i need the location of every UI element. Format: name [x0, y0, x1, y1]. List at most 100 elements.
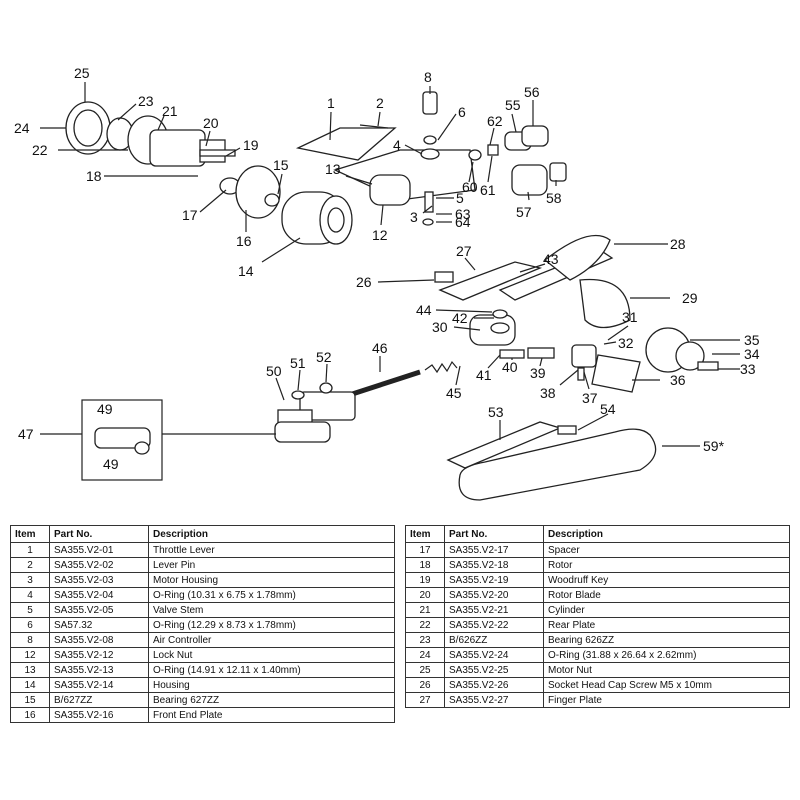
callout-6: 6	[458, 104, 466, 120]
callout-49-bottom: 49	[103, 456, 119, 472]
cell-item: 15	[10, 692, 50, 708]
callout-5: 5	[456, 190, 464, 206]
cell-part-no: SA355.V2-08	[49, 632, 149, 648]
callout-61: 61	[480, 182, 496, 198]
cell-part-no: SA355.V2-04	[49, 587, 149, 603]
callout-63: 63	[455, 206, 471, 222]
callout-42: 42	[452, 310, 468, 326]
callout-labels: 25 23 21 24 22 20 19 18 17 16 15 14 13 1…	[14, 65, 760, 472]
callout-21: 21	[162, 103, 178, 119]
cell-part-no: SA355.V2-14	[49, 677, 149, 693]
cell-item: 20	[405, 587, 445, 603]
air-fittings-group	[468, 125, 567, 196]
callout-43: 43	[543, 251, 559, 267]
callout-14: 14	[238, 263, 254, 279]
callout-12: 12	[372, 227, 388, 243]
cell-item: 23	[405, 632, 445, 648]
callout-28: 28	[670, 236, 686, 252]
callout-2: 2	[376, 95, 384, 111]
idler-wheel-group	[571, 327, 719, 393]
cell-item: 17	[405, 542, 445, 558]
cell-description: Rotor Blade	[543, 587, 790, 603]
callout-15: 15	[273, 157, 289, 173]
cell-item: 24	[405, 647, 445, 663]
cell-description: Lever Pin	[148, 557, 395, 573]
cell-part-no: SA355.V2-19	[444, 572, 544, 588]
cell-description: Woodruff Key	[543, 572, 790, 588]
cell-item: 4	[10, 587, 50, 603]
col-item: Item	[10, 525, 50, 543]
callout-46: 46	[372, 340, 388, 356]
cell-item: 1	[10, 542, 50, 558]
cell-part-no: SA355.V2-24	[444, 647, 544, 663]
cell-item: 14	[10, 677, 50, 693]
callout-52: 52	[316, 349, 332, 365]
col-description: Description	[543, 525, 790, 543]
cell-description: Motor Housing	[148, 572, 395, 588]
cell-description: Rear Plate	[543, 617, 790, 633]
cell-part-no: SA355.V2-01	[49, 542, 149, 558]
callout-29: 29	[682, 290, 698, 306]
callout-38: 38	[540, 385, 556, 401]
cell-part-no: B/626ZZ	[444, 632, 544, 648]
cell-part-no: SA355.V2-16	[49, 707, 149, 723]
cell-item: 22	[405, 617, 445, 633]
cell-item: 19	[405, 572, 445, 588]
cell-part-no: SA355.V2-05	[49, 602, 149, 618]
callout-8: 8	[424, 69, 432, 85]
cell-part-no: SA355.V2-12	[49, 647, 149, 663]
cell-description: Socket Head Cap Screw M5 x 10mm	[543, 677, 790, 693]
cell-part-no: SA355.V2-13	[49, 662, 149, 678]
cell-part-no: B/627ZZ	[49, 692, 149, 708]
callout-32: 32	[618, 335, 634, 351]
table-header-row: Item Part No. Description	[405, 525, 790, 543]
cell-description: Lock Nut	[148, 647, 395, 663]
cell-description: Bearing 626ZZ	[543, 632, 790, 648]
cell-description: Spacer	[543, 542, 790, 558]
cell-description: O-Ring (14.91 x 12.11 x 1.40mm)	[148, 662, 395, 678]
callout-19: 19	[243, 137, 259, 153]
callout-31: 31	[622, 309, 638, 325]
callout-44: 44	[416, 302, 432, 318]
callout-20: 20	[203, 115, 219, 131]
cell-description: Rotor	[543, 557, 790, 573]
cell-part-no: SA355.V2-21	[444, 602, 544, 618]
cell-item: 18	[405, 557, 445, 573]
cell-part-no: SA355.V2-27	[444, 692, 544, 708]
callout-56: 56	[524, 84, 540, 100]
tensioner-group	[274, 347, 555, 443]
callout-45: 45	[446, 385, 462, 401]
callout-22: 22	[32, 142, 48, 158]
callout-17: 17	[182, 207, 198, 223]
cell-item: 27	[405, 692, 445, 708]
callout-4: 4	[393, 137, 401, 153]
callout-39: 39	[530, 365, 546, 381]
cell-description: Motor Nut	[543, 662, 790, 678]
cell-item: 26	[405, 677, 445, 693]
callout-23: 23	[138, 93, 154, 109]
cell-part-no: SA57.32	[49, 617, 149, 633]
cell-item: 2	[10, 557, 50, 573]
cell-item: 12	[10, 647, 50, 663]
table-header-row: Item Part No. Description	[10, 525, 395, 543]
callout-50: 50	[266, 363, 282, 379]
cell-item: 3	[10, 572, 50, 588]
callout-55: 55	[505, 97, 521, 113]
cell-item: 25	[405, 662, 445, 678]
callout-59: 59*	[703, 438, 725, 454]
exploded-parts-diagram: 25 23 21 24 22 20 19 18 17 16 15 14 13 1…	[14, 65, 760, 501]
cell-description: Housing	[148, 677, 395, 693]
